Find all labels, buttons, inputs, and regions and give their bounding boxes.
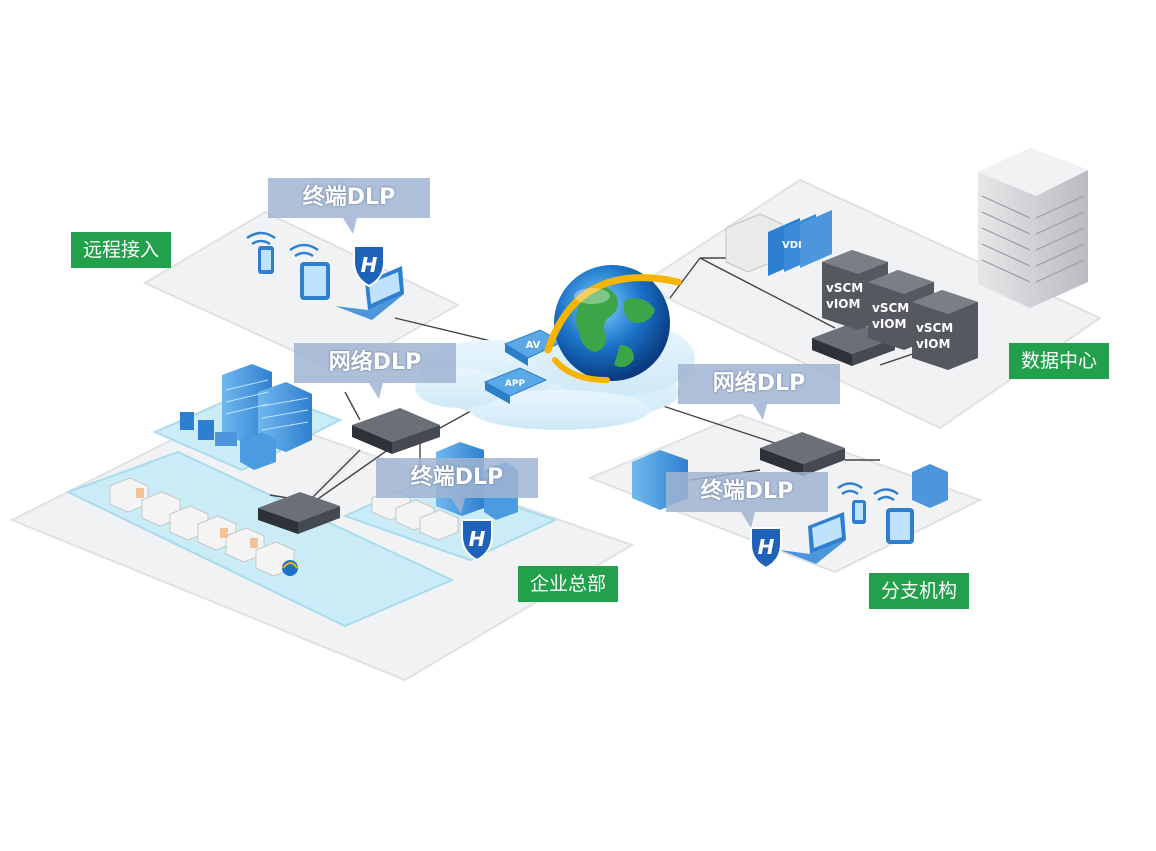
vscm-text-1: vSCM: [826, 281, 863, 295]
wifi-icon: [246, 231, 319, 258]
globe-icon: [544, 265, 682, 383]
viom-text-2: vIOM: [872, 317, 906, 331]
switch-icon: [352, 408, 440, 454]
branch-tablet-icon: [886, 508, 914, 544]
vscm-server-1: vSCM vIOM: [822, 250, 888, 330]
viom-text-3: vIOM: [916, 337, 950, 351]
platform-hq: [9, 386, 635, 682]
app-tag: APP: [483, 367, 548, 404]
server-tower-icon: [978, 148, 1088, 308]
h-shield-hq-icon: H: [461, 519, 493, 562]
branch-laptop-icon: [780, 512, 846, 564]
h-shield-icon: H: [353, 245, 385, 288]
hq-small-devices: [180, 412, 237, 446]
laptop-icon: [335, 266, 404, 320]
branch-server-icon: [912, 464, 948, 508]
switch-hq-icon: [258, 492, 340, 534]
vscm-text-2: vSCM: [872, 301, 909, 315]
callout-endpoint-hq: 终端DLP: [376, 458, 538, 514]
h-badge-remote-text: H: [361, 253, 378, 277]
zone-label-hq: 企业总部: [518, 566, 619, 602]
h-badge-hq-text: H: [469, 527, 486, 551]
av-tag-text: AV: [526, 340, 541, 351]
tablet-icon: [300, 262, 330, 300]
zone-label-branch: 分支机构: [869, 573, 970, 609]
vscm-server-3: vSCM vIOM: [912, 290, 978, 370]
callout-endpoint-remote: 终端DLP: [268, 178, 430, 234]
building-icon: [222, 364, 312, 470]
zone-label-datacenter: 数据中心: [1009, 343, 1110, 379]
viom-text-1: vIOM: [826, 297, 860, 311]
switch-branch-icon: [760, 432, 845, 476]
callout-endpoint-branch: 终端DLP: [666, 472, 828, 528]
branch-wifi-icon: [837, 482, 899, 502]
vdi-text: VDI: [782, 240, 802, 251]
zone-label-remote: 远程接入: [71, 232, 172, 268]
h-badge-branch-text: H: [758, 535, 775, 559]
branch-phone-icon: [852, 500, 866, 524]
vdi-cards: VDI: [768, 210, 832, 276]
callout-network-branch: 网络DLP: [678, 364, 840, 420]
app-tag-text: APP: [505, 379, 526, 389]
vscm-text-3: vSCM: [916, 321, 953, 335]
h-shield-branch-icon: H: [750, 527, 782, 570]
callout-network-hq: 网络DLP: [294, 343, 456, 399]
phone-icon: [258, 246, 274, 274]
globe-small-icon: [282, 560, 298, 576]
